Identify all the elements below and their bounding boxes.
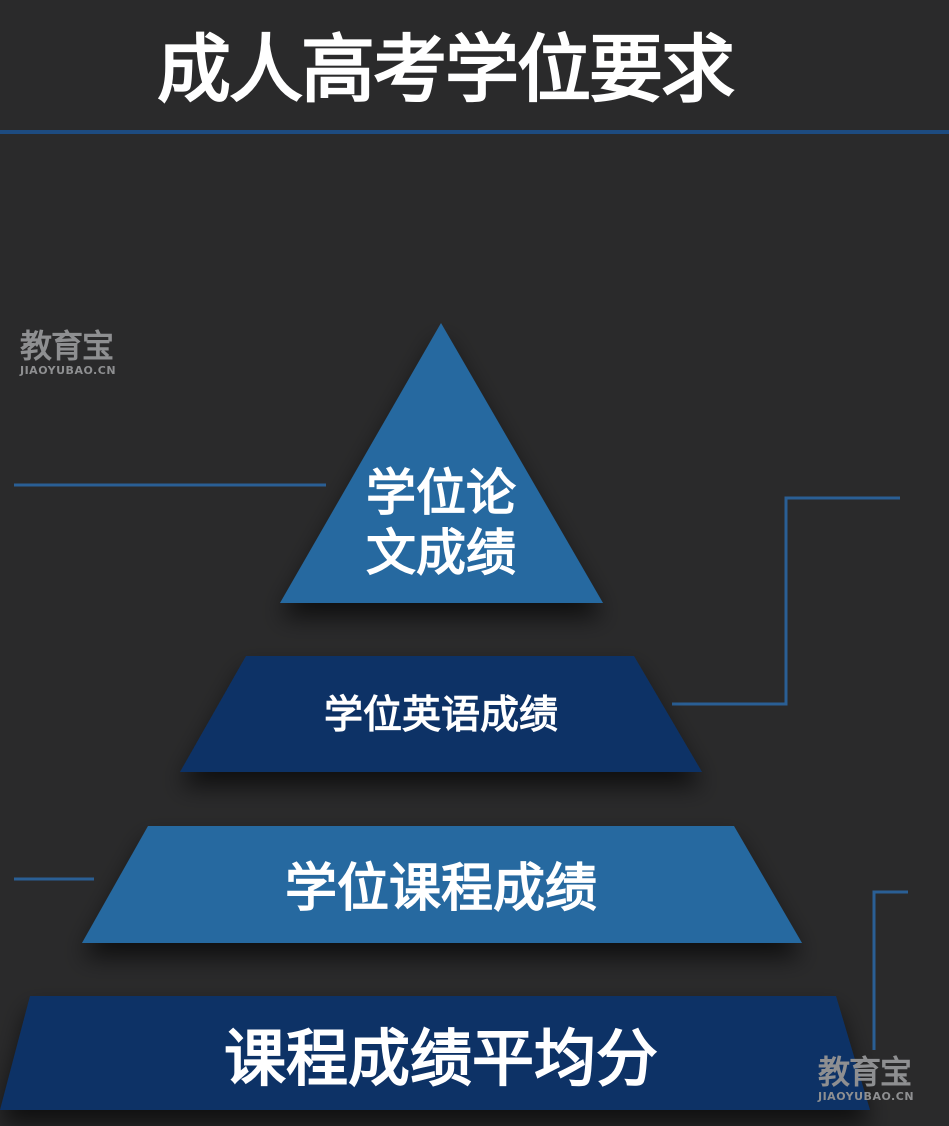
tier3-label: 学位课程成绩 [285, 859, 597, 919]
connector-line-right-top [672, 496, 900, 706]
watermark-main: 教育宝 [818, 1053, 912, 1091]
pyramid-tier-3 [82, 826, 802, 943]
watermark-sub: JIAOYUBAO.CN [20, 364, 117, 377]
tier4-label: 课程成绩平均分 [224, 1022, 658, 1095]
tier2-label: 学位英语成绩 [324, 693, 558, 738]
watermark-top-left: 教育宝 JIAOYUBAO.CN [20, 330, 116, 377]
pyramid-tier-2 [180, 656, 702, 772]
watermark-main: 教育宝 [20, 327, 114, 365]
title-underline [0, 130, 949, 134]
pyramid-tier-4 [0, 996, 870, 1110]
apex-label-line1: 学位论 [366, 464, 517, 522]
page-title: 成人高考学位要求 [157, 27, 735, 113]
watermark-sub: JIAOYUBAO.CN [818, 1090, 915, 1103]
watermark-bottom-right: 教育宝 JIAOYUBAO.CN [818, 1056, 914, 1103]
apex-label-line2: 文成绩 [366, 524, 516, 582]
connector-line-right-bottom [872, 890, 908, 1050]
pyramid-tier-apex [280, 323, 603, 603]
